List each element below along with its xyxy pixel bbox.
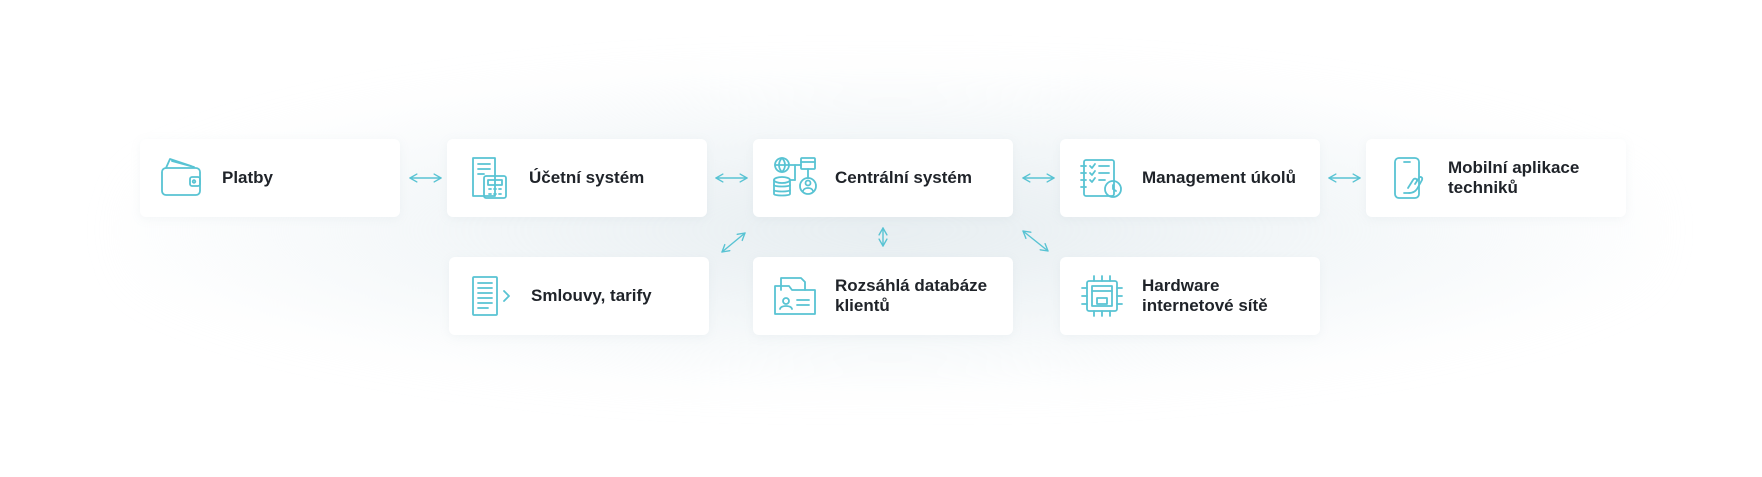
node-label: Účetní systém (529, 168, 645, 187)
mobile-hand-icon (1386, 156, 1430, 200)
node-mobile: Mobilní aplikace techniků (1366, 139, 1626, 217)
node-payments: Platby (140, 139, 400, 217)
document-list-icon (469, 274, 513, 318)
background-glow (120, 70, 1660, 390)
node-label: Rozsáhlá databáze klientů (835, 276, 988, 315)
node-clients: Rozsáhlá databáze klientů (753, 257, 1013, 335)
folder-id-card-icon (773, 274, 817, 318)
node-label: Smlouvy, tarify (531, 286, 652, 305)
node-label: Mobilní aplikace techniků (1448, 158, 1580, 197)
node-label: Platby (222, 168, 274, 187)
chip-icon (1080, 274, 1124, 318)
wallet-icon (160, 156, 204, 200)
calculator-document-icon (467, 156, 511, 200)
node-label: Management úkolů (1142, 168, 1296, 187)
node-label: Centrální systém (835, 168, 972, 187)
node-tasks: Management úkolů (1060, 139, 1320, 217)
node-hardware: Hardware internetové sítě (1060, 257, 1320, 335)
database-network-icon (773, 156, 817, 200)
node-contracts: Smlouvy, tarify (449, 257, 709, 335)
node-central: Centrální systém (753, 139, 1013, 217)
node-label: Hardware internetové sítě (1142, 276, 1268, 315)
checklist-clock-icon (1080, 156, 1124, 200)
node-accounting: Účetní systém (447, 139, 707, 217)
